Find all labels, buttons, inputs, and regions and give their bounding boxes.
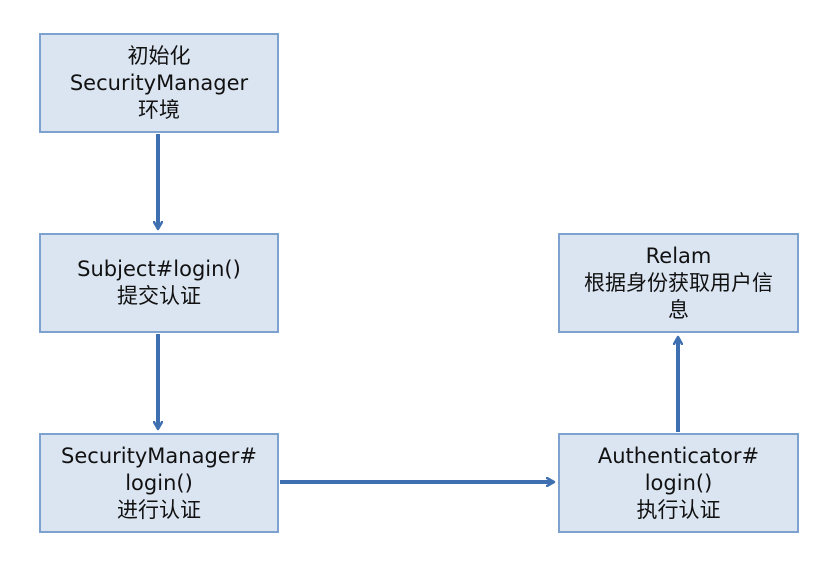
box-text-line: Authenticator# [597,443,760,468]
subject-login-box: Subject#login() 提交认证 [39,233,279,333]
box-text-line: 环境 [138,97,180,122]
box-text-line: 息 [668,297,689,322]
box-text-line: login() [644,470,713,495]
box-text-line: SecurityManager [69,70,249,95]
box-text-line: SecurityManager# [61,443,257,468]
box-text-line: 提交认证 [117,284,201,308]
box-text-line: 进行认证 [117,497,201,522]
realm-box: Relam 根据身份获取用户信 息 [558,233,799,333]
authenticator-login-box: Authenticator# login() 执行认证 [558,433,799,533]
box-text-line: Subject#login() [77,257,241,281]
box-text-line: 执行认证 [636,497,721,522]
init-security-manager-box: 初始化 SecurityManager 环境 [39,33,279,133]
security-manager-login-box: SecurityManager# login() 进行认证 [39,433,279,533]
box-text-line: 根据身份获取用户信 [584,270,773,295]
box-text-line: login() [125,470,193,495]
box-text-line: 初始化 [127,43,191,68]
box-text-line: Relam [645,243,712,268]
